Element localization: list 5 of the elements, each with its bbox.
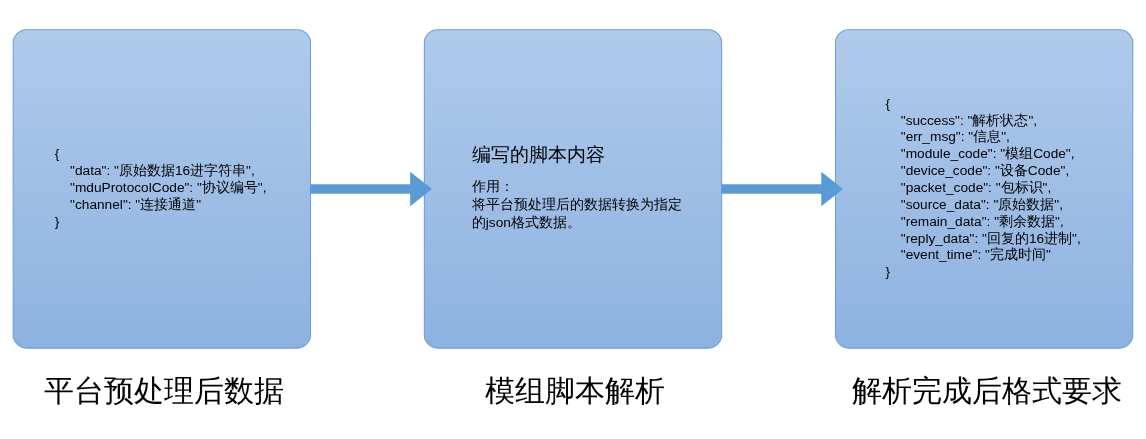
node-label: 平台预处理后数据: [44, 375, 285, 408]
node-label: 解析完成后格式要求: [852, 375, 1123, 408]
node-label: 模组脚本解析: [484, 375, 665, 408]
arrow: [721, 171, 844, 207]
arrow: [310, 171, 433, 207]
